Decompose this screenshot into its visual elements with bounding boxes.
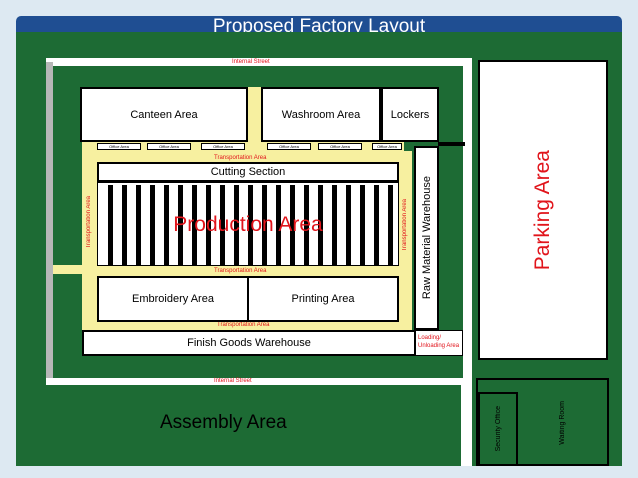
- printing-label: Printing Area: [291, 293, 355, 305]
- embroidery-area: Embroidery Area: [97, 276, 249, 322]
- road-left: [46, 62, 53, 384]
- transport-left-label: Transportation Area: [86, 196, 92, 249]
- production-line: [150, 185, 155, 265]
- washroom-area: Washroom Area: [261, 87, 381, 142]
- raw-material-warehouse: Raw Material Warehouse: [414, 146, 439, 330]
- production-line: [178, 185, 183, 265]
- production-line: [388, 185, 393, 265]
- production-line: [192, 185, 197, 265]
- lockers-label: Lockers: [390, 108, 430, 121]
- production-line: [290, 185, 295, 265]
- parking-area: Parking Area: [478, 60, 608, 360]
- production-line: [332, 185, 337, 265]
- canteen-area: Canteen Area: [80, 87, 248, 142]
- office-area-4: Office Area: [267, 143, 311, 150]
- production-line: [318, 185, 323, 265]
- corridor-canteen-washroom: [248, 87, 261, 145]
- production-label: Production Area: [173, 213, 323, 236]
- security-office: Security Office: [478, 392, 518, 466]
- loading-unloading-area: Loading/ Unloading Area: [415, 330, 463, 356]
- assembly-label: Assembly Area: [160, 412, 287, 433]
- office-area-3: Office Area: [201, 143, 245, 150]
- transport-middle-label: Transportation Area: [214, 268, 267, 274]
- road-to-bottom-edge: [461, 384, 472, 466]
- embroidery-label: Embroidery Area: [132, 293, 214, 305]
- production-line: [206, 185, 211, 265]
- parking-label: Parking Area: [531, 149, 554, 271]
- road-top: [46, 58, 472, 66]
- production-line: [220, 185, 225, 265]
- production-line: [276, 185, 281, 265]
- road-bottom: [46, 378, 472, 385]
- transportation-left-extension: [53, 265, 83, 274]
- production-line: [360, 185, 365, 265]
- finish-goods-label: Finish Goods Warehouse: [187, 337, 311, 349]
- road-right: [463, 58, 472, 384]
- lockers: Lockers: [381, 87, 439, 142]
- page-title: Proposed Factory Layout: [212, 16, 426, 32]
- production-line: [234, 185, 239, 265]
- finish-goods-warehouse: Finish Goods Warehouse: [82, 330, 416, 356]
- loading-label-line2: Unloading Area: [418, 343, 460, 349]
- production-line: [164, 185, 169, 265]
- office-area-5: Office Area: [318, 143, 362, 150]
- internal-street-bottom-label: Internal Street: [214, 378, 252, 384]
- production-line: [122, 185, 127, 265]
- cutting-label: Cutting Section: [210, 166, 286, 178]
- production-line: [136, 185, 141, 265]
- waiting-label: Waiting Room: [559, 401, 566, 445]
- production-area: Production Area: [97, 182, 399, 266]
- security-label: Security Office: [494, 406, 502, 452]
- production-line: [346, 185, 351, 265]
- production-line: [374, 185, 379, 265]
- raw-material-label: Raw Material Warehouse: [420, 176, 433, 300]
- transport-bottom-label: Transportation Area: [217, 322, 270, 328]
- office-area-2: Office Area: [147, 143, 191, 150]
- production-line: [304, 185, 309, 265]
- waiting-room: Waiting Room: [518, 380, 607, 466]
- loading-label-line1: Loading/: [418, 335, 442, 341]
- transport-top-label: Transportation Area: [214, 155, 267, 161]
- production-line: [248, 185, 253, 265]
- printing-area: Printing Area: [247, 276, 399, 322]
- office-area-1: Office Area: [97, 143, 141, 150]
- title-bar: Proposed Factory Layout: [16, 16, 622, 32]
- transport-right-label: Transportation Area: [402, 199, 408, 252]
- washroom-label: Washroom Area: [281, 108, 361, 121]
- canteen-label: Canteen Area: [130, 108, 198, 121]
- production-lines: [108, 185, 393, 265]
- production-line: [262, 185, 267, 265]
- production-line: [108, 185, 113, 265]
- cutting-section: Cutting Section: [97, 162, 399, 182]
- lockers-connector: [438, 142, 465, 146]
- internal-street-top-label: Internal Street: [232, 59, 270, 65]
- office-area-6: Office Area: [372, 143, 402, 150]
